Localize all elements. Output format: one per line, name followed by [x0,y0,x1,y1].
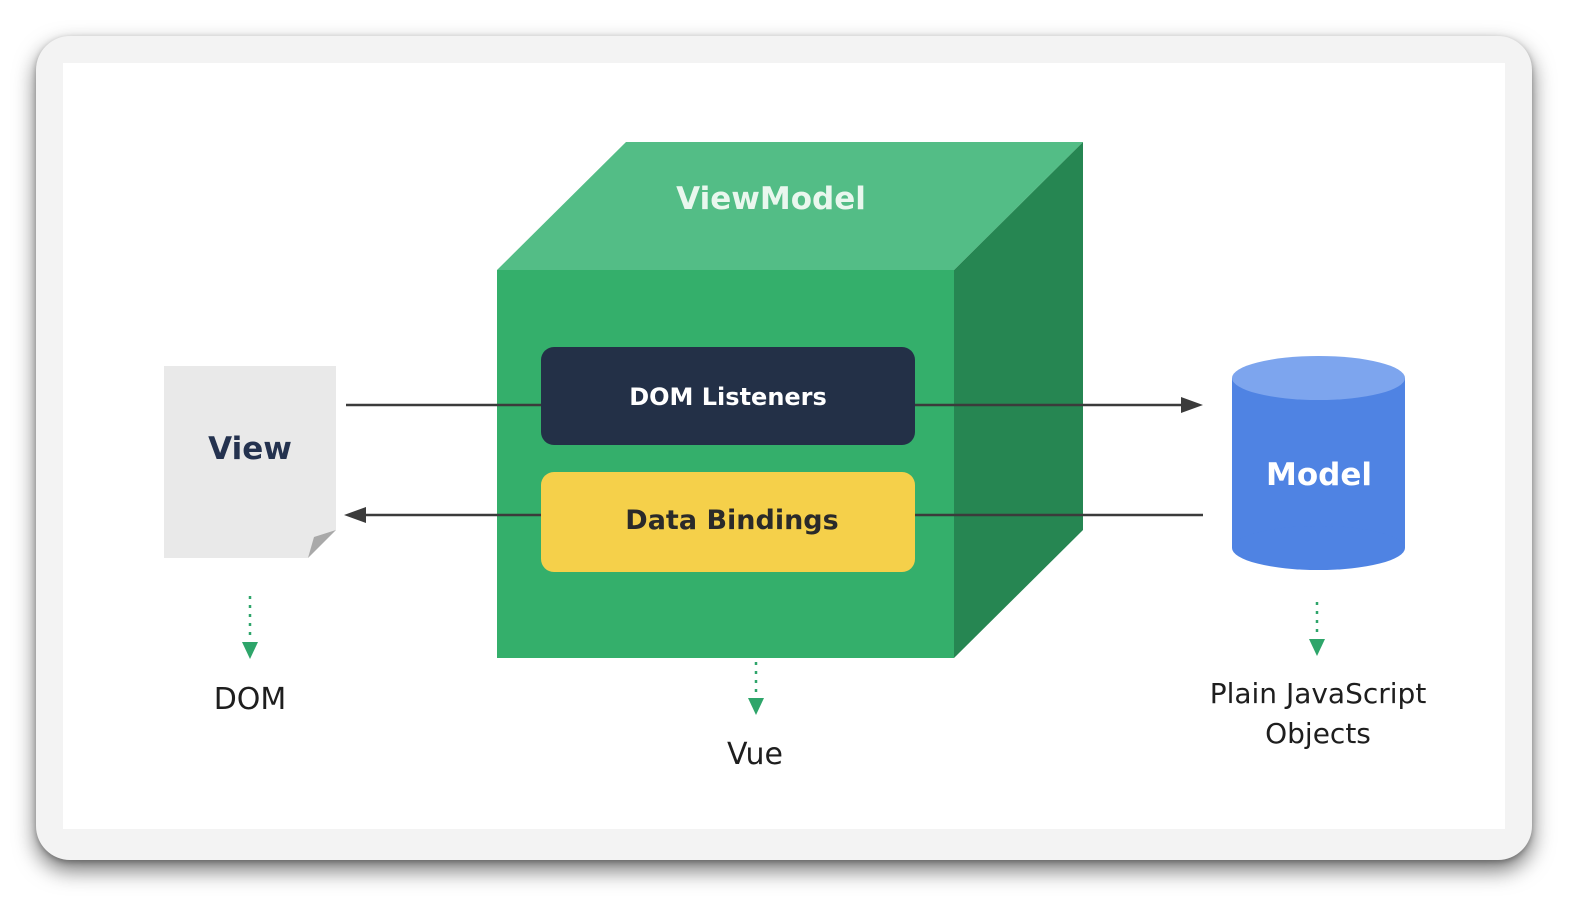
dotted-arrow-dom [242,596,258,659]
data-bindings-box [541,472,915,572]
model-caption: Plain JavaScript Objects [1210,674,1427,754]
view-page [164,366,336,558]
arrowhead-left [344,507,366,523]
vue-caption: Vue [727,737,783,772]
arrowhead-right [1181,397,1203,413]
model-cylinder-top [1232,356,1405,400]
dom-listeners-label: DOM Listeners [629,383,827,411]
model-cylinder-bottom [1232,526,1405,570]
dotted-arrow-vue [748,662,764,715]
model-label: Model [1266,457,1372,493]
model-cylinder-body [1232,378,1405,548]
cube-front-face [497,270,954,658]
dom-listeners-box [541,347,915,445]
view-label: View [208,431,292,467]
model-cylinder [1232,356,1405,570]
viewmodel-cube [497,142,1083,658]
data-bindings-label: Data Bindings [625,505,839,536]
view-page-fold [308,530,336,558]
dom-caption: DOM [213,682,287,717]
model-caption-line2: Objects [1265,717,1371,750]
cube-side-face [954,142,1083,658]
cube-top-face [497,142,1083,270]
viewmodel-label: ViewModel [676,181,866,217]
view-page-body [164,366,336,558]
model-caption-line1: Plain JavaScript [1209,677,1427,710]
dotted-arrow-model [1309,602,1325,656]
